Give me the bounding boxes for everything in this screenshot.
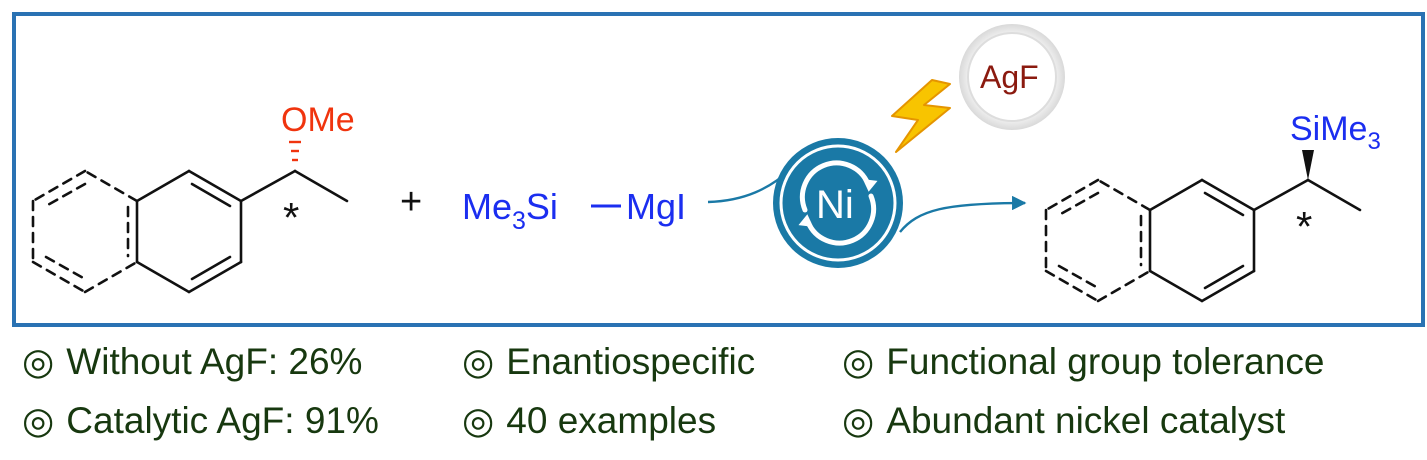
feature-text: Enantiospecific bbox=[506, 341, 756, 382]
feature-list: ◎ Without AgF: 26% ◎ Enantiospecific ◎ Func… bbox=[0, 330, 1427, 460]
feature-text: Abundant nickel catalyst bbox=[886, 400, 1286, 441]
substrate-structure bbox=[31, 169, 349, 294]
hashed-wedge-bond bbox=[289, 140, 301, 162]
feature-item: ◎ Enantiospecific bbox=[462, 340, 755, 383]
product-stereo-mark: * bbox=[1296, 203, 1312, 250]
lightning-bolt-icon bbox=[891, 79, 951, 153]
bullet-mark: ◎ bbox=[842, 400, 875, 441]
bullet-mark: ◎ bbox=[462, 400, 495, 441]
solid-wedge-bond bbox=[1302, 150, 1314, 180]
trimethylsilyl-label: SiMe3 bbox=[1290, 110, 1381, 155]
nickel-catalyst: Ni bbox=[773, 138, 903, 268]
feature-item: ◎ Catalytic AgF: 91% bbox=[22, 399, 379, 442]
methoxy-label: OMe bbox=[281, 101, 355, 139]
substrate-stereo-mark: * bbox=[283, 194, 299, 241]
feature-text: Functional group tolerance bbox=[886, 341, 1325, 382]
feature-text: Catalytic AgF: 91% bbox=[66, 400, 379, 441]
bullet-mark: ◎ bbox=[462, 341, 495, 382]
silyl-grignard-reagent: Me3Si bbox=[462, 186, 558, 235]
feature-item: ◎ Without AgF: 26% bbox=[22, 340, 362, 383]
reaction-scheme: OMe * + Me3Si MgI AgF Ni bbox=[12, 12, 1425, 327]
plus-sign: + bbox=[400, 181, 422, 223]
feature-text: Without AgF: 26% bbox=[66, 341, 363, 382]
catalyst-label: Ni bbox=[816, 183, 854, 227]
bullet-mark: ◎ bbox=[22, 400, 55, 441]
feature-text: 40 examples bbox=[506, 400, 717, 441]
bullet-mark: ◎ bbox=[22, 341, 55, 382]
product-structure bbox=[1044, 178, 1362, 303]
feature-item: ◎ Abundant nickel catalyst bbox=[842, 399, 1285, 442]
scheme-frame bbox=[12, 12, 1425, 327]
reagent-mgi-label: MgI bbox=[626, 186, 686, 227]
feature-item: ◎ 40 examples bbox=[462, 399, 716, 442]
bullet-mark: ◎ bbox=[842, 341, 875, 382]
feature-item: ◎ Functional group tolerance bbox=[842, 340, 1324, 383]
catalytic-cycle-arrows-icon bbox=[799, 160, 877, 246]
agf-label: AgF bbox=[980, 59, 1039, 95]
reaction-arrow-icon bbox=[899, 195, 1027, 233]
